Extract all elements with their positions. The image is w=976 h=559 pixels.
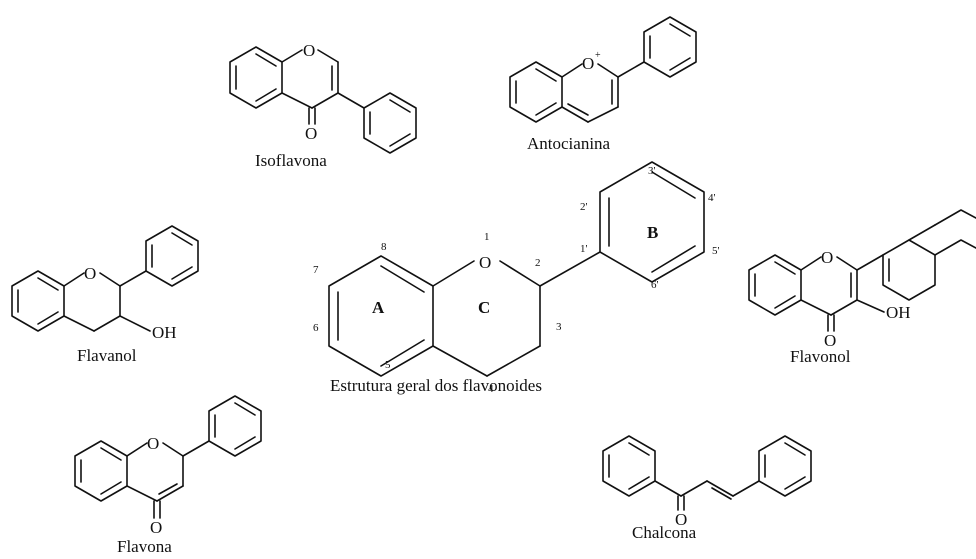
position-1: 1: [484, 231, 490, 243]
flavanol-label: Flavanol: [77, 346, 137, 365]
molecule-antocianina: O + Antocianina: [509, 16, 697, 153]
position-7: 7: [313, 264, 319, 276]
flavona-carbonyl-oxygen: O: [150, 518, 162, 537]
flavona-label: Flavona: [117, 537, 172, 556]
isoflavona-label: Isoflavona: [255, 151, 327, 170]
antocianina-pyrylium-ring: [561, 61, 645, 123]
molecule-chalcona: O Chalcona: [602, 435, 812, 542]
flavanol-hydroxyl: OH: [152, 323, 177, 342]
ring-c: [432, 260, 541, 377]
molecule-isoflavona: O O Isoflavona: [229, 41, 417, 170]
chalcona-label: Chalcona: [632, 523, 697, 542]
antocianina-phenyl-ring: [643, 16, 697, 78]
ring-b-label: B: [647, 223, 658, 242]
flavonol-phenyl-ring: [882, 224, 936, 301]
isoflavona-phenyl-ring: [363, 92, 417, 154]
position-4: 4: [488, 383, 494, 395]
flavona-phenyl-ring: [208, 395, 262, 457]
flavonol-pyrone-ring: [800, 254, 885, 332]
flavonol-benzo-ring: [748, 254, 802, 316]
flavonol-phenyl-ring-right: [934, 209, 976, 256]
antocianina-oxygen: O: [582, 54, 594, 73]
general-oxygen: O: [479, 253, 491, 272]
ring-b: [599, 161, 705, 283]
flavanol-phenyl-ring: [145, 225, 199, 287]
flavonol-carbonyl-oxygen: O: [824, 331, 836, 350]
antocianina-benzo-ring: [509, 61, 563, 123]
position-3: 3: [556, 321, 562, 333]
flavanol-pyran-ring: [63, 270, 151, 332]
isoflavona-oxygen: O: [303, 41, 315, 60]
flavona-oxygen: O: [147, 434, 159, 453]
flavonol-oxygen: O: [821, 248, 833, 267]
position-1-prime: 1': [580, 243, 588, 255]
c2-c1prime-bond: [539, 251, 601, 287]
chalcona-right-ring: [758, 435, 812, 497]
flavona-benzo-ring: [74, 440, 128, 502]
flavanol-oxygen: O: [84, 264, 96, 283]
molecule-general-structure: O A C B 1 2 3 4 5 6 7 8 1' 2' 3' 4' 5' 6…: [313, 161, 720, 395]
flavona-pyrone-ring: [126, 440, 210, 519]
position-6: 6: [313, 322, 319, 334]
antocianina-charge: +: [595, 50, 601, 61]
position-3-prime: 3': [648, 165, 656, 177]
position-6-prime: 6': [651, 279, 659, 291]
ring-c-label: C: [478, 298, 490, 317]
position-2-prime: 2': [580, 201, 588, 213]
molecule-flavonol: O O OH Flavonol: [748, 209, 976, 366]
flavanol-benzo-ring: [11, 270, 65, 332]
chalcona-enone-chain: [654, 480, 760, 511]
flavonol-hydroxyl: OH: [886, 303, 911, 322]
ring-a-label: A: [372, 298, 385, 317]
position-8: 8: [381, 241, 387, 253]
position-2: 2: [535, 257, 541, 269]
chalcona-carbonyl-oxygen: O: [675, 510, 687, 529]
isoflavona-carbonyl-oxygen: O: [305, 124, 317, 143]
isoflavona-pyrone-ring: [281, 49, 365, 125]
general-structure-label: Estrutura geral dos flavonoides: [330, 376, 542, 395]
position-5-prime: 5': [712, 245, 720, 257]
molecule-flavanol: O OH Flavanol: [11, 225, 199, 365]
position-4-prime: 4': [708, 192, 716, 204]
antocianina-label: Antocianina: [527, 134, 611, 153]
chalcona-left-ring: [602, 435, 656, 497]
position-5: 5: [385, 359, 391, 371]
isoflavona-benzo-ring: [229, 46, 283, 109]
flavonol-label: Flavonol: [790, 347, 851, 366]
molecule-flavona: O O Flavona: [74, 395, 262, 556]
